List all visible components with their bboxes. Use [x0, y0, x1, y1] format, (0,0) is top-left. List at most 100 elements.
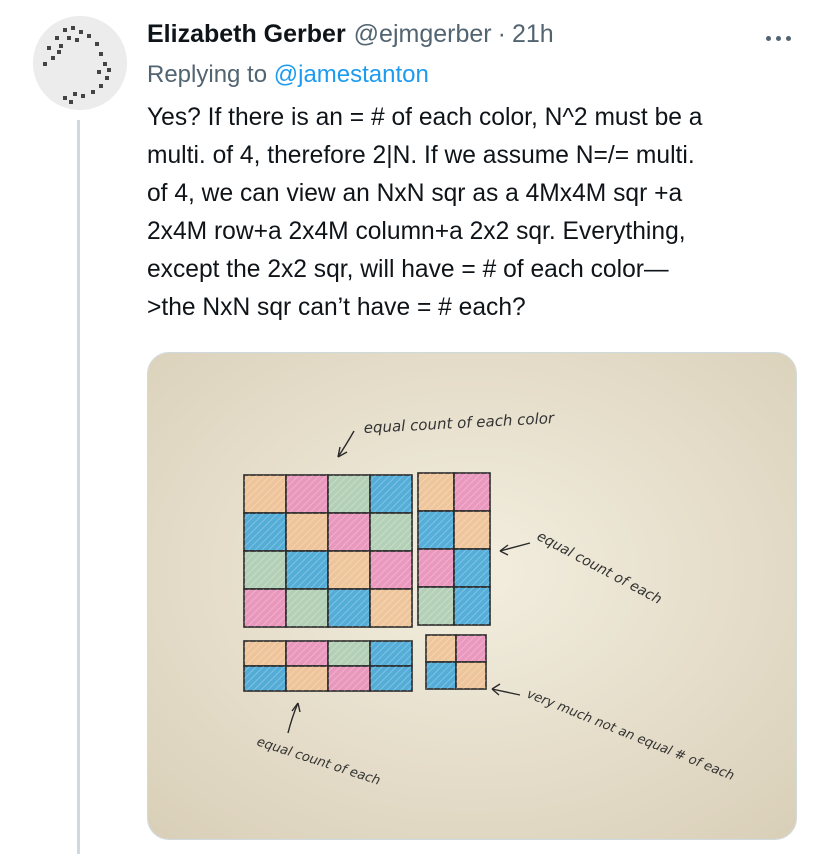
small-grid-cell-blue	[425, 661, 457, 690]
column-grid-hatch	[453, 510, 461, 518]
tweet-text-line: multi. of 4, therefore 2|N. If we assume…	[147, 142, 695, 169]
big-grid-hatch	[372, 512, 412, 552]
row-grid-hatch	[285, 640, 293, 648]
row-grid-cell-blue	[369, 640, 413, 667]
big-grid-hatch	[316, 501, 329, 514]
column-grid-hatch	[484, 581, 491, 588]
row-grid-hatch	[287, 665, 314, 692]
row-grid-hatch	[322, 685, 329, 692]
column-grid-hatch	[417, 586, 432, 601]
big-grid-hatch	[386, 525, 413, 552]
big-grid-hatch	[327, 550, 342, 565]
row-grid-hatch	[369, 640, 384, 655]
row-grid-hatch	[369, 665, 377, 673]
big-grid-hatch	[246, 588, 286, 628]
big-grid-hatch	[330, 512, 370, 552]
column-grid-hatch	[463, 522, 491, 550]
row-grid-hatch	[294, 665, 321, 692]
row-grid-hatch	[294, 640, 321, 667]
column-grid-hatch	[470, 567, 491, 588]
column-grid-hatch	[477, 574, 491, 588]
row-grid-hatch	[350, 671, 371, 692]
big-grid-hatch	[285, 550, 314, 579]
big-grid-hatch	[309, 570, 329, 590]
big-grid-hatch	[243, 474, 251, 482]
row-grid-hatch	[273, 678, 287, 692]
row-grid-cell-blue	[369, 665, 413, 692]
column-grid-hatch	[453, 472, 475, 494]
row-grid-hatch	[327, 640, 342, 655]
big-grid-hatch	[285, 550, 321, 586]
tweet-time[interactable]: 21h	[511, 20, 554, 48]
row-grid-hatch	[322, 660, 329, 667]
big-grid-hatch	[302, 487, 329, 514]
big-grid-hatch	[344, 563, 371, 590]
row-grid-hatch	[369, 665, 384, 680]
big-grid-hatch	[400, 615, 413, 628]
big-grid-hatch	[386, 563, 413, 590]
row-grid-hatch	[266, 671, 287, 692]
big-grid-hatch	[372, 550, 412, 590]
row-grid-hatch	[336, 665, 363, 692]
small-grid-hatch	[469, 672, 487, 690]
column-grid-hatch	[434, 529, 455, 550]
column-grid-cell-orange	[453, 510, 491, 550]
big-grid-hatch	[351, 532, 371, 552]
column-grid-hatch	[470, 605, 491, 626]
small-grid-hatch	[439, 672, 457, 690]
big-grid-hatch	[274, 539, 287, 552]
row-grid-hatch	[327, 665, 342, 680]
column-grid-hatch	[417, 548, 446, 577]
big-grid-cell-pink	[243, 588, 287, 628]
small-grid-hatch	[455, 661, 463, 669]
author-name[interactable]: Elizabeth Gerber	[147, 20, 346, 48]
row-grid-hatch	[378, 665, 405, 692]
column-grid-hatch	[456, 553, 491, 588]
author-handle[interactable]: @ejmgerber	[353, 20, 492, 48]
big-grid-hatch	[285, 474, 314, 503]
column-grid-hatch	[484, 505, 491, 512]
row-grid-hatch	[399, 653, 413, 667]
big-grid-hatch	[379, 594, 413, 628]
more-horizontal-icon[interactable]	[756, 24, 800, 52]
small-grid-hatch	[455, 634, 477, 656]
avatar[interactable]	[33, 16, 127, 110]
small-grid-cell-orange	[455, 661, 487, 690]
small-grid-hatch	[462, 665, 487, 690]
row-grid-hatch	[315, 678, 329, 692]
big-grid-hatch	[285, 512, 300, 527]
replying-to: Replying to @jamestanton	[147, 61, 429, 89]
small-grid-hatch	[439, 645, 457, 663]
big-grid-hatch	[379, 480, 413, 514]
row-grid-hatch	[243, 640, 251, 648]
tweet-image[interactable]: equal count of each color equal count of…	[147, 352, 797, 840]
big-grid-hatch	[302, 525, 329, 552]
big-grid-cell-pink	[369, 550, 413, 590]
row-grid-hatch	[343, 665, 370, 692]
row-grid-hatch	[369, 640, 377, 648]
big-grid-hatch	[288, 512, 328, 552]
big-grid-hatch	[400, 539, 413, 552]
big-grid-hatch	[400, 501, 413, 514]
row-grid-hatch	[285, 665, 307, 687]
small-grid-hatch	[425, 661, 440, 676]
row-grid-hatch	[327, 665, 335, 673]
big-grid-hatch	[369, 550, 377, 558]
column-grid-hatch	[427, 484, 455, 512]
big-grid-hatch	[285, 588, 307, 610]
big-grid-hatch	[369, 588, 391, 610]
column-grid-hatch	[453, 510, 489, 546]
big-grid-hatch	[369, 512, 384, 527]
hand-drawn-grid-diagram: equal count of each color equal count of…	[148, 353, 796, 839]
big-grid-hatch	[379, 556, 413, 590]
column-grid-hatch	[417, 548, 432, 563]
big-grid-hatch	[243, 588, 258, 603]
mention-link[interactable]: @jamestanton	[273, 61, 429, 88]
small-grid-hatch	[476, 652, 487, 663]
big-grid-hatch	[327, 550, 335, 558]
column-grid-hatch	[448, 505, 455, 512]
column-grid-hatch	[417, 510, 432, 525]
big-grid-hatch	[316, 615, 329, 628]
column-grid-hatch	[477, 536, 491, 550]
